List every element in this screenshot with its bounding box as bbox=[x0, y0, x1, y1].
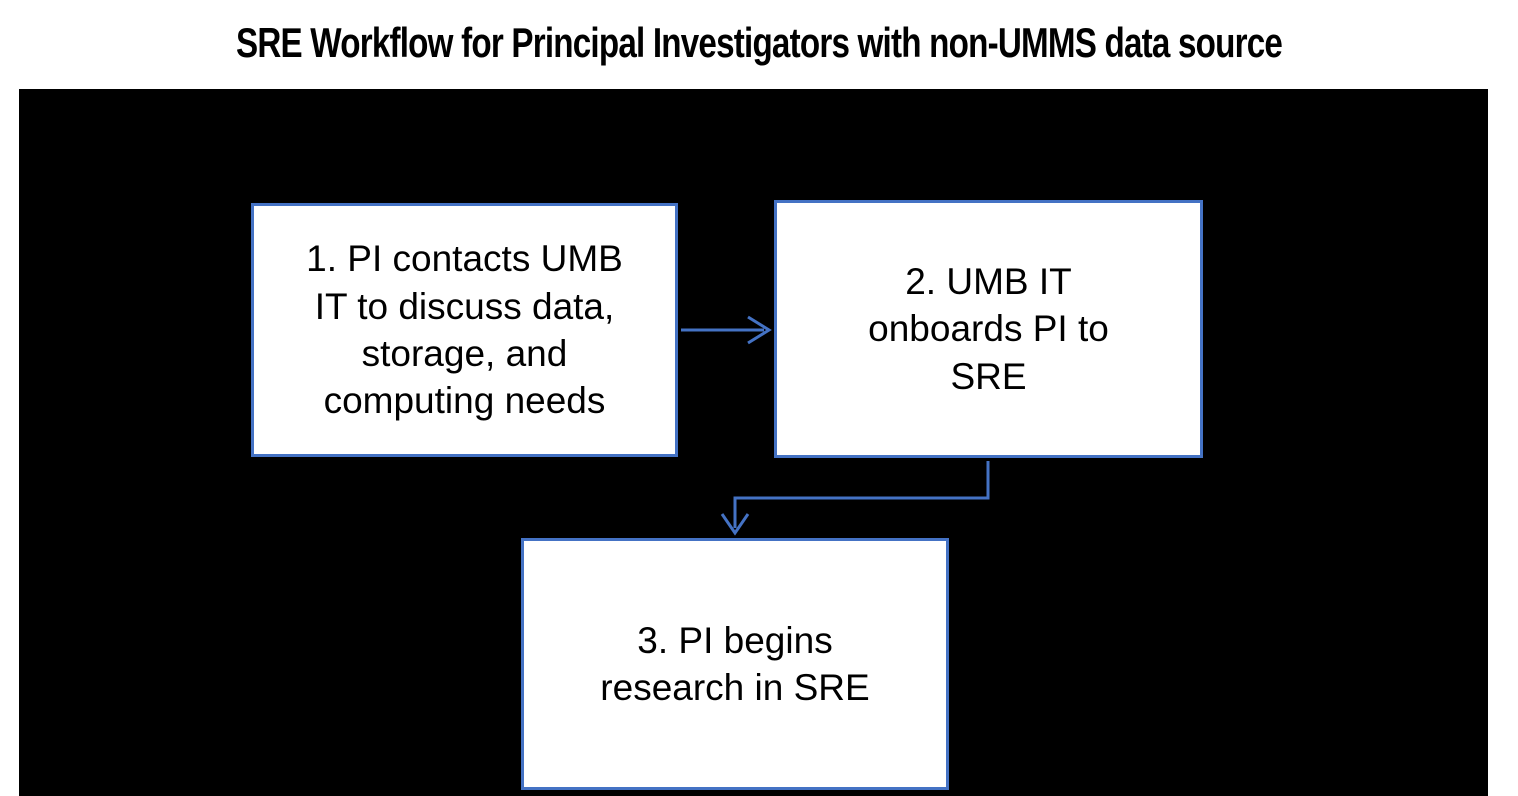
page-title: SRE Workflow for Principal Investigators… bbox=[235, 19, 1283, 66]
flow-step-2-box: 2. UMB IT onboards PI to SRE bbox=[774, 200, 1203, 458]
flow-step-2-label: 2. UMB IT onboards PI to SRE bbox=[868, 260, 1109, 397]
flow-step-3-label: 3. PI begins research in SRE bbox=[600, 619, 870, 708]
page-title-wrap: SRE Workflow for Principal Investigators… bbox=[0, 18, 1518, 68]
flow-step-1-box: 1. PI contacts UMB IT to discuss data, s… bbox=[251, 203, 678, 457]
flow-step-3-box: 3. PI begins research in SRE bbox=[521, 538, 949, 790]
flow-step-1-label: 1. PI contacts UMB IT to discuss data, s… bbox=[306, 238, 623, 422]
